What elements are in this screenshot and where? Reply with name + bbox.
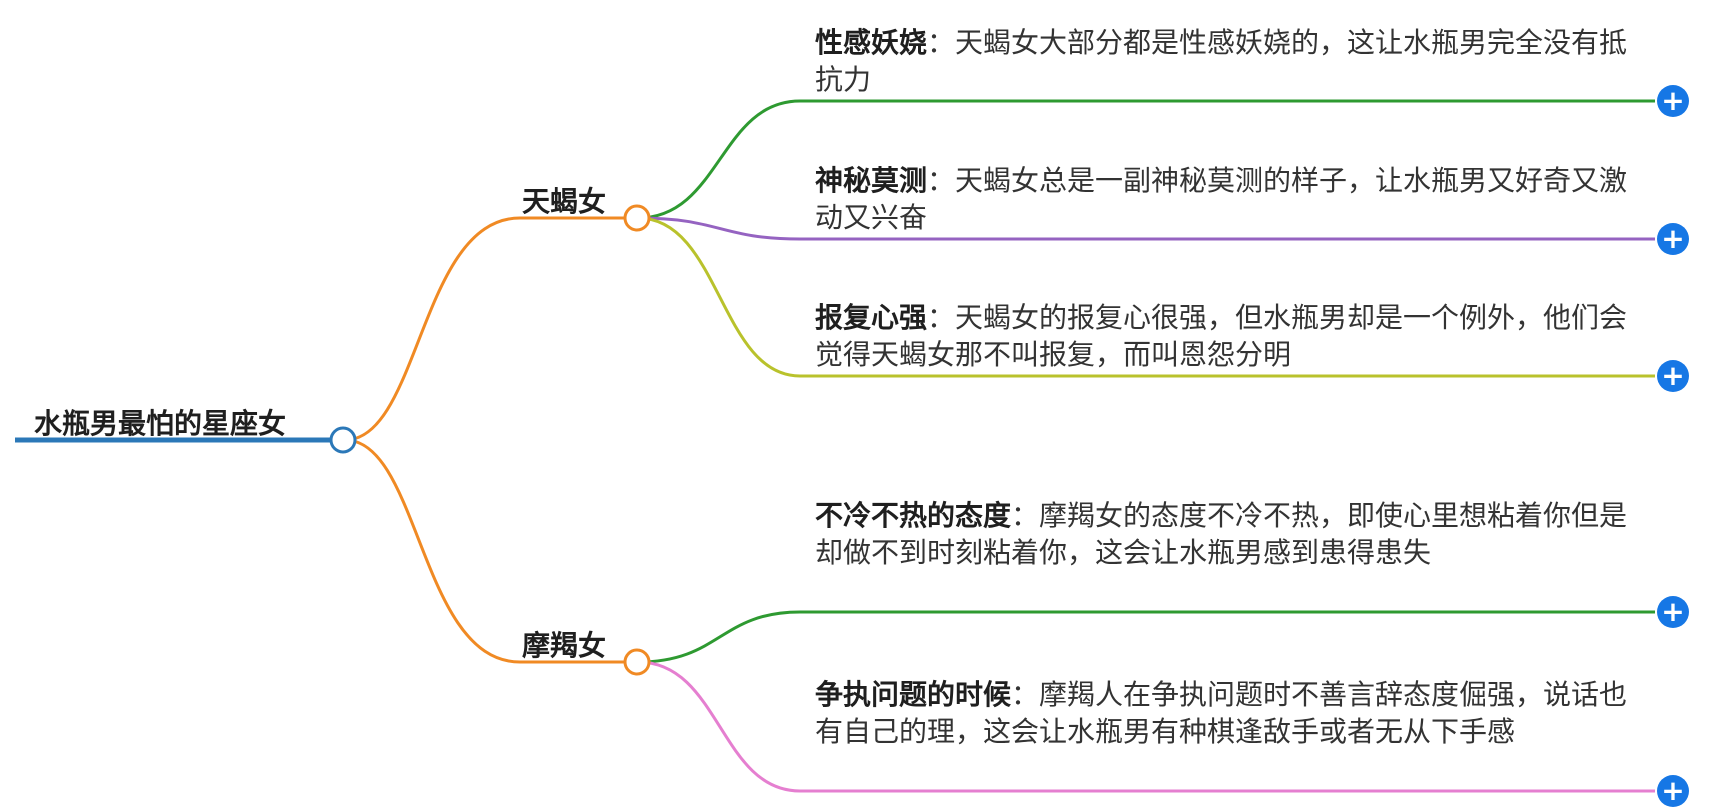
leaf-separator: ： [927,26,956,59]
leaf-text: 摩羯女的态度不冷不热，即使心里想粘着你但是却做不到时刻粘着你，这会让水瓶男感到患… [815,499,1628,569]
edge-branch-1-leaf-2 [637,216,1655,241]
leaf-keyword: 神秘莫测 [815,164,928,197]
edge-branch-1-leaf-3 [637,216,1655,378]
leaf-text: 摩羯人在争执问题时不善言辞态度倔强，说话也有自己的理，这会让水瓶男有种棋逢敌手或… [815,678,1628,748]
leaf-topic-zhengzhi-wenti[interactable]: 争执问题的时候：摩羯人在争执问题时不善言辞态度倔强，说话也有自己的理，这会让水瓶… [815,676,1635,750]
expand-plus-icon[interactable]: + [1657,223,1689,255]
root-topic[interactable]: 水瓶男最怕的星座女 [34,407,287,440]
branch-topic-tianxie[interactable]: 天蝎女 [522,185,607,218]
branch-topic-mojie[interactable]: 摩羯女 [522,629,607,662]
leaf-separator: ： [1011,499,1040,532]
edge-branch-2-leaf-2 [637,660,1655,793]
leaf-topic-baofu-xinqiang[interactable]: 报复心强：天蝎女的报复心很强，但水瓶男却是一个例外，他们会觉得天蝎女那不叫报复，… [815,299,1635,373]
expand-plus-icon[interactable]: + [1657,596,1689,628]
leaf-topic-buleng-bure[interactable]: 不冷不热的态度：摩羯女的态度不冷不热，即使心里想粘着你但是却做不到时刻粘着你，这… [815,497,1635,571]
leaf-separator: ： [927,164,956,197]
leaf-keyword: 不冷不热的态度 [815,499,1012,532]
branch-1-node-circle[interactable] [623,204,651,232]
leaf-keyword: 报复心强 [815,301,928,334]
edge-root-branch-1 [344,216,625,442]
leaf-separator: ： [1011,678,1040,711]
expand-plus-icon[interactable]: + [1657,85,1689,117]
leaf-text: 天蝎女的报复心很强，但水瓶男却是一个例外，他们会觉得天蝎女那不叫报复，而叫恩怨分… [815,301,1628,371]
expand-plus-icon[interactable]: + [1657,360,1689,392]
leaf-separator: ： [927,301,956,334]
expand-plus-icon[interactable]: + [1657,775,1689,807]
leaf-topic-shenmi-moce[interactable]: 神秘莫测：天蝎女总是一副神秘莫测的样子，让水瓶男又好奇又激动又兴奋 [815,162,1635,236]
branch-2-node-circle[interactable] [623,648,651,676]
edge-branch-1-leaf-1 [637,99,1655,220]
edge-branch-2-leaf-1 [637,610,1655,664]
leaf-keyword: 争执问题的时候 [815,678,1012,711]
leaf-keyword: 性感妖娆 [815,26,928,59]
edge-root-branch-2 [344,438,625,664]
leaf-text: 天蝎女总是一副神秘莫测的样子，让水瓶男又好奇又激动又兴奋 [815,164,1628,234]
root-node-circle[interactable] [329,426,357,454]
leaf-topic-xinggan-yaorao[interactable]: 性感妖娆：天蝎女大部分都是性感妖娆的，这让水瓶男完全没有抵抗力 [815,24,1635,98]
leaf-text: 天蝎女大部分都是性感妖娆的，这让水瓶男完全没有抵抗力 [815,26,1628,96]
